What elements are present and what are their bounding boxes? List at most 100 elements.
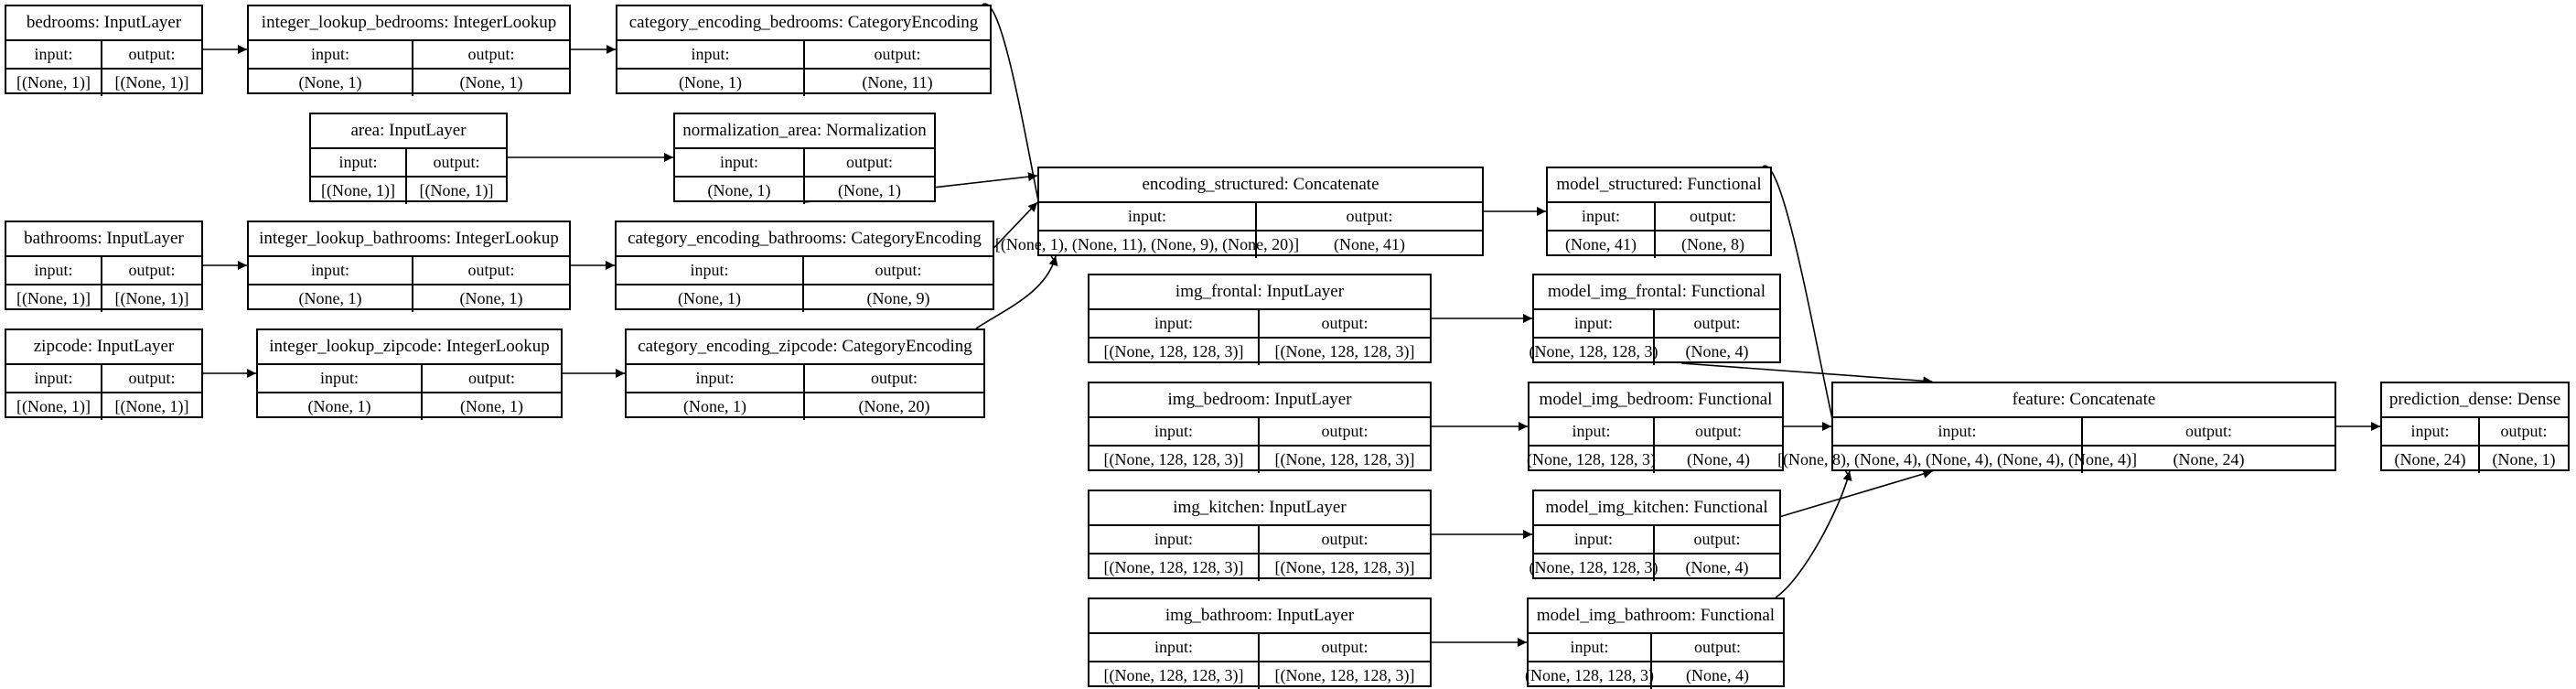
output-shape: [(None, 128, 128, 3)] <box>1274 342 1415 361</box>
io-shape-row: (None, 1) (None, 9) <box>617 285 993 312</box>
io-label-row: input:output: <box>1039 203 1482 231</box>
input-label: input: <box>1089 634 1260 661</box>
output-shape: [(None, 1)] <box>114 73 189 92</box>
layer-title: img_bathroom: InputLayer <box>1089 599 1430 634</box>
output-shape: (None, 1) <box>459 73 523 92</box>
input-label: input: <box>1833 418 2083 445</box>
io-label-row: input: output: <box>311 149 506 178</box>
input-shape: (None, 128, 128, 3) <box>1525 662 1654 689</box>
input-label: input: <box>1089 526 1260 553</box>
output-shape: (None, 8) <box>1681 235 1744 253</box>
output-shape: (None, 1) <box>459 289 523 307</box>
output-label: output: <box>2184 422 2232 440</box>
input-shape: [(None, 1)] <box>311 178 407 204</box>
input-shape: (None, 128, 128, 3) <box>1530 339 1658 365</box>
layer-title: model_structured: Functional <box>1548 168 1770 203</box>
input-shape: (None, 1) <box>617 70 805 96</box>
input-label: input: <box>1039 203 1257 230</box>
output-label: output: <box>467 369 515 387</box>
io-label-row: input:output: <box>1534 310 1779 339</box>
layer-title: model_img_bathroom: Functional <box>1529 599 1783 634</box>
io-label-row: input:output: <box>1089 310 1430 339</box>
input-label: input: <box>1548 203 1656 230</box>
layer-title: img_bedroom: InputLayer <box>1089 383 1430 418</box>
io-shape-row: (None, 1)(None, 1) <box>675 178 934 204</box>
layer-node-category-encoding-bathrooms: category_encoding_bathrooms: CategoryEnc… <box>615 221 994 312</box>
layer-node-category-encoding-bedrooms: category_encoding_bedrooms: CategoryEnco… <box>616 5 992 96</box>
output-shape: (None, 9) <box>866 289 930 307</box>
output-shape: [(None, 1)] <box>114 289 189 307</box>
io-shape-row: [(None, 1), (None, 11), (None, 9), (None… <box>995 231 1482 258</box>
output-label: output: <box>2500 422 2548 440</box>
input-shape: [(None, 128, 128, 3)] <box>1089 447 1260 473</box>
io-shape-row: (None, 128, 128, 3) (None, 4) <box>1527 447 1782 473</box>
input-label: input: <box>617 257 804 284</box>
io-shape-row: [(None, 128, 128, 3)] [(None, 128, 128, 3… <box>1089 554 1430 581</box>
layer-title: category_encoding_zipcode: CategoryEncod… <box>627 330 983 365</box>
layer-title: integer_lookup_bathrooms: IntegerLookup <box>249 222 569 257</box>
layer-title: integer_lookup_bedrooms: IntegerLookup <box>249 6 569 41</box>
output-label: output: <box>467 45 515 63</box>
edge-category-encoding-zipcode-to-encoding-structured <box>975 255 1058 329</box>
input-label: input: <box>6 365 102 392</box>
output-label: output: <box>1693 314 1741 332</box>
layer-title: bedrooms: InputLayer <box>6 6 201 41</box>
output-label: output: <box>1693 638 1741 656</box>
input-shape: (None, 24) <box>2382 447 2480 473</box>
io-label-row: input:output: <box>1089 526 1430 554</box>
output-label: output: <box>128 45 176 63</box>
layer-title: category_encoding_bedrooms: CategoryEnco… <box>617 6 990 41</box>
input-label: input: <box>1089 418 1260 445</box>
output-label: output: <box>1694 422 1742 440</box>
input-shape: (None, 41) <box>1548 231 1656 258</box>
io-shape-row: (None, 128, 128, 3)(None, 4) <box>1525 662 1783 689</box>
io-shape-row: [(None, 8), (None, 4), (None, 4), (None,… <box>1777 447 2334 473</box>
output-label: output: <box>1321 314 1368 332</box>
input-label: input: <box>249 257 413 284</box>
input-shape: (None, 1) <box>617 285 804 312</box>
io-label-row: input:output: <box>1089 634 1430 662</box>
input-shape: (None, 1) <box>249 70 413 96</box>
io-label-row: input: output: <box>617 257 993 285</box>
output-shape: [(None, 128, 128, 3)] <box>1274 558 1415 576</box>
io-shape-row: [(None, 128, 128, 3)][(None, 128, 128, 3… <box>1089 339 1430 365</box>
output-shape: (None, 4) <box>1687 450 1750 468</box>
io-label-row: input:output: <box>6 257 201 285</box>
layer-title: normalization_area: Normalization <box>675 114 934 149</box>
output-shape: (None, 41) <box>1334 235 1405 253</box>
input-shape: (None, 128, 128, 3) <box>1530 554 1658 581</box>
layer-title: feature: Concatenate <box>1833 383 2334 418</box>
io-label-row: input:output: <box>6 41 201 70</box>
input-shape: (None, 128, 128, 3) <box>1527 447 1656 473</box>
input-label: input: <box>1530 418 1655 445</box>
io-shape-row: (None, 1) (None, 1) <box>249 70 569 96</box>
input-label: input: <box>311 149 407 176</box>
output-shape: (None, 11) <box>862 73 933 92</box>
input-shape: [(None, 128, 128, 3)] <box>1089 554 1260 581</box>
io-shape-row: [(None, 1)][(None, 1)] <box>6 285 201 312</box>
output-label: output: <box>1693 530 1741 548</box>
io-shape-row: (None, 128, 128, 3)(None, 4) <box>1530 554 1779 581</box>
output-shape: (None, 1) <box>460 397 523 415</box>
output-label: output: <box>845 153 893 171</box>
output-label: output: <box>433 153 480 171</box>
input-shape: (None, 1) <box>627 393 805 420</box>
output-label: output: <box>875 261 922 279</box>
output-label: output: <box>128 369 176 387</box>
io-label-row: input:output: <box>258 365 561 393</box>
io-shape-row: (None, 1)(None, 20) <box>627 393 983 420</box>
layer-title: integer_lookup_zipcode: IntegerLookup <box>258 330 561 365</box>
output-shape: [(None, 128, 128, 3)] <box>1274 450 1415 468</box>
